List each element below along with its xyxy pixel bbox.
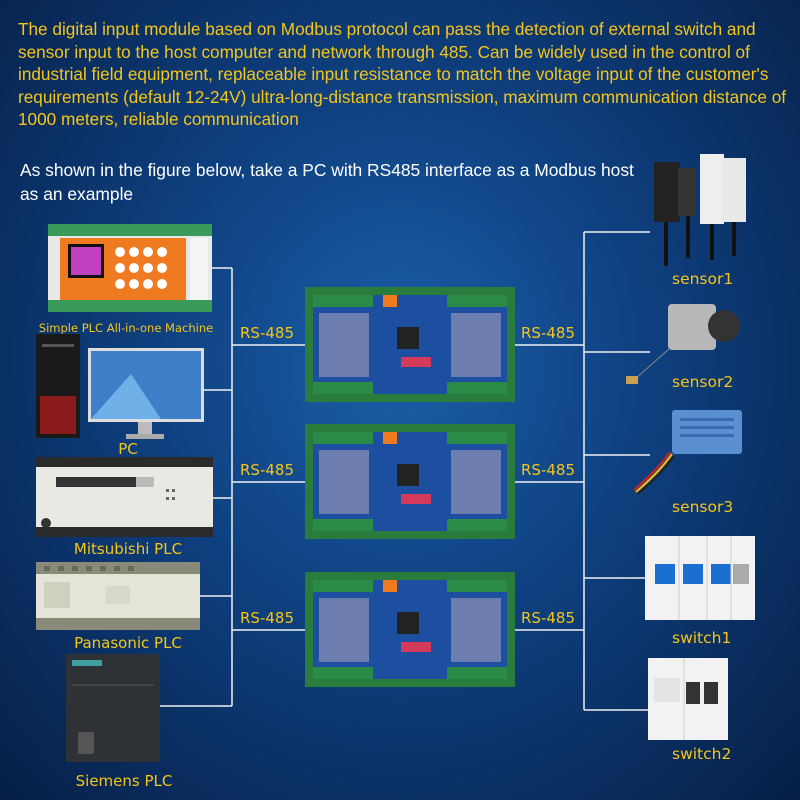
device-label-sensor2: sensor2 [672,373,734,391]
rs485-label-right-2: RS-485 [521,461,575,479]
host-label-pc: PC [118,440,138,458]
rs485-label-right-1: RS-485 [521,324,575,342]
rs485-label-left-1: RS-485 [240,324,294,342]
device-label-sensor1: sensor1 [672,270,734,288]
rs485-label-left-3: RS-485 [240,609,294,627]
io-module-board-2 [305,424,515,539]
draw-wire-sensor-icon [626,300,746,390]
rs485-label-left-2: RS-485 [240,461,294,479]
linear-actuator-sensor-icon [650,150,750,268]
io-module-board-1 [305,287,515,402]
intro-paragraph: The digital input module based on Modbus… [18,19,787,129]
mitsubishi-plc-icon [36,457,213,537]
rs485-label-right-3: RS-485 [521,609,575,627]
small-breaker-icon [648,658,728,740]
device-label-switch1: switch1 [672,629,732,647]
panasonic-plc-icon [36,562,200,630]
humidity-sensor-icon [630,406,746,496]
host-label-siemens: Siemens PLC [75,772,173,790]
host-label-panasonic: Panasonic PLC [74,634,182,652]
device-label-sensor3: sensor3 [672,498,734,516]
desktop-pc-icon [36,334,204,442]
host-label-plc-all-in-one: Simple PLC All-in-one Machine [38,321,214,335]
subtitle: As shown in the figure below, take a PC … [20,160,634,204]
plc-hmi-icon [48,224,212,312]
device-label-switch2: switch2 [672,745,732,763]
circuit-breaker-icon [645,536,755,620]
io-module-board-3 [305,572,515,687]
host-label-mitsubishi: Mitsubishi PLC [73,540,183,558]
siemens-plc-icon [66,654,160,762]
